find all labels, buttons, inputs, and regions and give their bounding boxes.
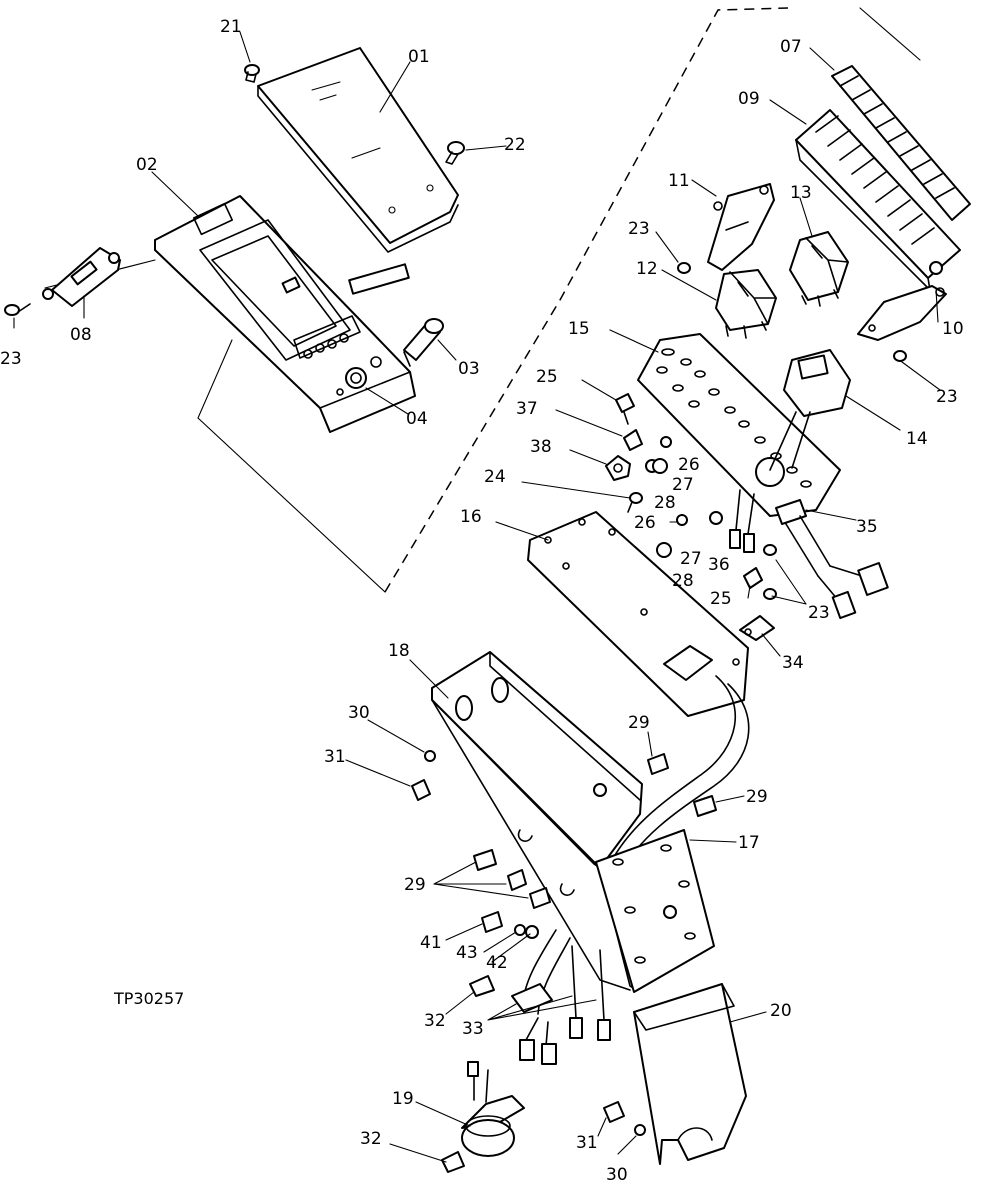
callout-30-b: 30 [606, 1165, 628, 1183]
figure-id: TP30257 [113, 989, 184, 1008]
callout-27-a: 27 [672, 475, 694, 495]
callout-42: 42 [486, 953, 508, 973]
part-23-screw-a [677, 262, 691, 274]
part-26-washer-b [676, 514, 688, 526]
callout-23-c: 23 [808, 603, 830, 623]
part-label-strip [348, 263, 410, 295]
callout-29-c: 29 [404, 875, 426, 895]
callout-27-b: 27 [680, 549, 702, 569]
callout-23-b: 23 [936, 387, 958, 407]
callout-32-a: 32 [424, 1011, 446, 1031]
part-04-bulb-socket [345, 367, 367, 389]
part-21-screw [244, 64, 260, 83]
callout-34: 34 [782, 653, 804, 673]
callout-04: 04 [406, 409, 428, 429]
callout-03: 03 [458, 359, 480, 379]
callout-31-b: 31 [576, 1133, 598, 1153]
part-31-screw-a [411, 779, 431, 801]
callout-15: 15 [568, 319, 590, 339]
callout-16: 16 [460, 507, 482, 527]
part-31-screw-b [603, 1101, 625, 1123]
part-25-screw-b [743, 567, 763, 589]
part-24-screw [627, 492, 643, 513]
callout-28-a: 28 [654, 493, 676, 513]
part-09-fuse-block [795, 109, 961, 291]
part-22-screw [445, 141, 465, 165]
callout-23-left: 23 [0, 349, 22, 369]
part-01-lens-cover [257, 47, 459, 253]
callout-19: 19 [392, 1089, 414, 1109]
part-30-washer-a [424, 750, 436, 762]
part-02-instrument-panel [154, 195, 416, 433]
callout-37: 37 [516, 399, 538, 419]
callout-18: 18 [388, 641, 410, 661]
callout-36: 36 [708, 555, 730, 575]
callout-02: 02 [136, 155, 158, 175]
part-26-washer-a [660, 436, 672, 448]
callout-26-a: 26 [678, 455, 700, 475]
callout-20: 20 [770, 1001, 792, 1021]
callout-41: 41 [420, 933, 442, 953]
part-37-clip [623, 429, 643, 451]
callout-43: 43 [456, 943, 478, 963]
part-23-screw-c [763, 544, 777, 600]
callout-29-b: 29 [746, 787, 768, 807]
part-32-screw-b [441, 1151, 465, 1173]
callout-08: 08 [70, 325, 92, 345]
part-11-bracket [707, 183, 775, 271]
callout-07: 07 [780, 37, 802, 57]
callout-17: 17 [738, 833, 760, 853]
part-30-washer-b [634, 1124, 646, 1136]
part-34-clamp [739, 615, 775, 641]
leader-lines [13, 31, 941, 1163]
part-14-gauge [769, 349, 851, 471]
callout-38: 38 [530, 437, 552, 457]
callout-28-b: 28 [672, 571, 694, 591]
part-17-end-plate [595, 829, 715, 993]
callout-21: 21 [220, 17, 242, 37]
callout-31-a: 31 [324, 747, 346, 767]
part-07-fuse-cover [831, 65, 971, 221]
part-19-sender [461, 1061, 525, 1157]
callout-35: 35 [856, 517, 878, 537]
part-13-relay [789, 231, 849, 307]
part-28-nut-a [652, 458, 668, 474]
part-35-wire-harness [775, 499, 889, 620]
part-33-clamp [511, 945, 611, 1065]
callout-12: 12 [636, 259, 658, 279]
callout-30-a: 30 [348, 703, 370, 723]
callout-10: 10 [942, 319, 964, 339]
part-41-43-42-hardware [481, 911, 539, 939]
part-10-bracket [857, 285, 947, 341]
callout-11: 11 [668, 171, 690, 191]
callout-24: 24 [484, 467, 506, 487]
callout-13: 13 [790, 183, 812, 203]
callout-33: 33 [462, 1019, 484, 1039]
callout-26-b: 26 [634, 513, 656, 533]
callout-25-a: 25 [536, 367, 558, 387]
callout-09: 09 [738, 89, 760, 109]
callout-23-a: 23 [628, 219, 650, 239]
part-08-switch [42, 247, 121, 307]
part-16-rear-plate [527, 511, 749, 717]
callout-01: 01 [408, 47, 430, 67]
callout-14: 14 [906, 429, 928, 449]
callout-labels: 21 01 22 02 08 23 03 04 07 09 11 13 23 1… [0, 17, 964, 1183]
part-12-relay [715, 269, 777, 339]
part-18-housing-box [431, 651, 643, 991]
part-38-nut [605, 455, 631, 481]
callout-25-b: 25 [710, 589, 732, 609]
part-23-screw-left [4, 303, 31, 316]
part-28-nut-b [656, 542, 672, 558]
part-36-terminals [709, 489, 755, 553]
part-25-screw-a [615, 393, 635, 425]
part-23-screw-b [893, 350, 907, 362]
callout-29-a: 29 [628, 713, 650, 733]
part-29-screws [473, 753, 717, 909]
callout-22: 22 [504, 135, 526, 155]
part-03-knob [403, 318, 444, 367]
part-20-cover-plate [633, 983, 747, 1165]
callout-32-b: 32 [360, 1129, 382, 1149]
